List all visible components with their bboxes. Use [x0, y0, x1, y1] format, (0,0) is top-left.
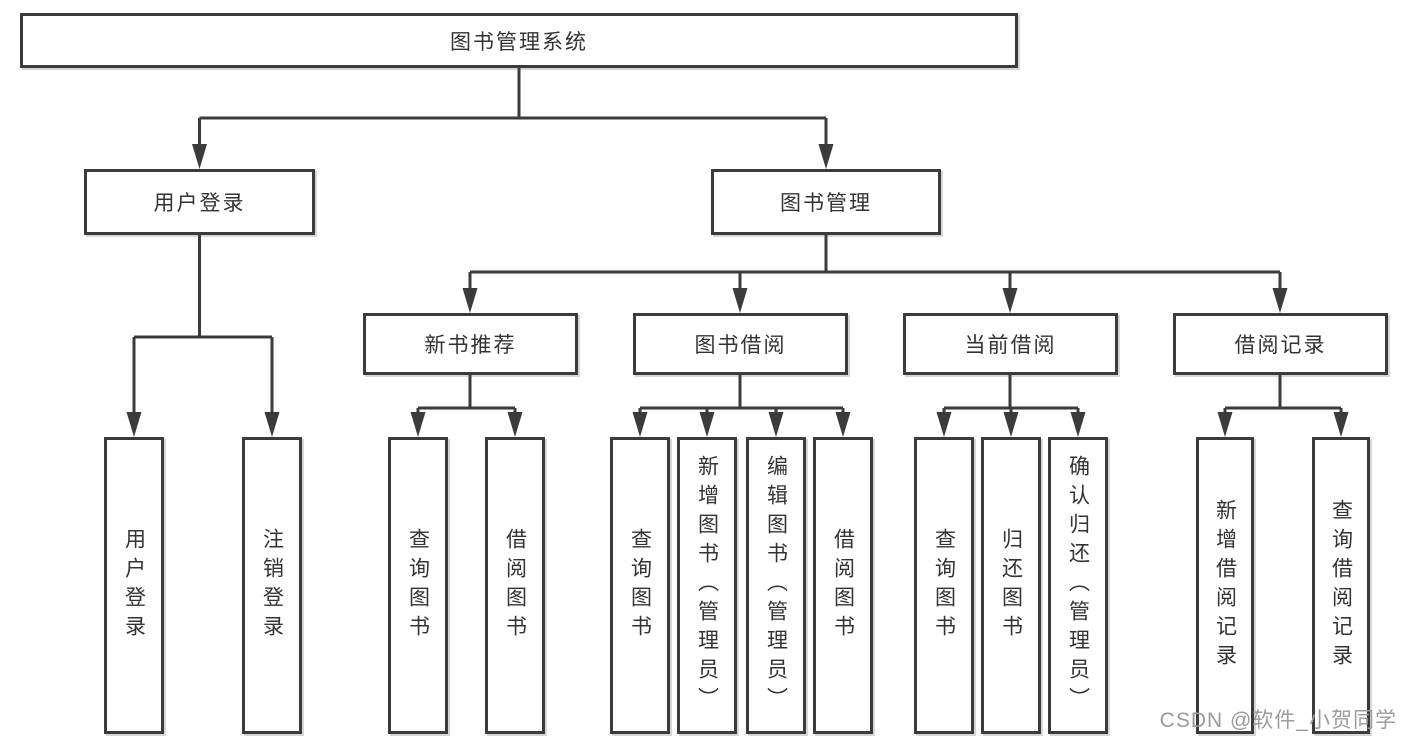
- node-book-borrow: 图书借阅: [633, 313, 848, 375]
- leaf-return-books: 归还图书: [981, 437, 1041, 734]
- leaf-query-borrow-record: 查询借阅记录: [1312, 437, 1370, 734]
- leaf-add-books-admin: 新增图书（管理员）: [677, 437, 737, 734]
- node-borrow-records-label: 借阅记录: [1234, 334, 1327, 357]
- leaf-query-borrow-record-label: 查询借阅记录: [1329, 498, 1353, 673]
- node-root: 图书管理系统: [20, 13, 1018, 68]
- node-user-login: 用户登录: [84, 169, 315, 235]
- node-user-login-label: 用户登录: [153, 192, 246, 215]
- leaf-return-books-label: 归还图书: [999, 527, 1023, 644]
- leaf-query-books-2-label: 查询图书: [628, 527, 652, 644]
- leaf-edit-books-admin-label: 编辑图书（管理员）: [764, 455, 788, 716]
- leaf-add-borrow-record: 新增借阅记录: [1196, 437, 1254, 734]
- leaf-confirm-return-admin: 确认归还（管理员）: [1048, 437, 1108, 734]
- leaf-query-books-3: 查询图书: [914, 437, 974, 734]
- leaf-query-books-1: 查询图书: [388, 437, 448, 734]
- leaf-logout-label: 注销登录: [260, 527, 284, 644]
- leaf-borrow-books-2: 借阅图书: [813, 437, 873, 734]
- node-current-borrow-label: 当前借阅: [964, 334, 1057, 357]
- leaf-add-books-admin-label: 新增图书（管理员）: [695, 455, 719, 716]
- node-book-management-label: 图书管理: [780, 192, 872, 215]
- node-new-book-recommend-label: 新书推荐: [424, 334, 517, 357]
- node-root-label: 图书管理系统: [450, 30, 588, 54]
- leaf-query-books-1-label: 查询图书: [406, 527, 430, 644]
- leaf-logout: 注销登录: [242, 437, 302, 734]
- node-book-borrow-label: 图书借阅: [694, 334, 787, 357]
- node-current-borrow: 当前借阅: [903, 313, 1118, 375]
- leaf-borrow-books-2-label: 借阅图书: [831, 527, 855, 644]
- leaf-query-books-3-label: 查询图书: [932, 527, 956, 644]
- node-borrow-records: 借阅记录: [1173, 313, 1388, 375]
- node-book-management: 图书管理: [711, 169, 941, 235]
- leaf-borrow-books-1-label: 借阅图书: [503, 527, 527, 644]
- leaf-edit-books-admin: 编辑图书（管理员）: [746, 437, 806, 734]
- leaf-confirm-return-admin-label: 确认归还（管理员）: [1066, 455, 1090, 716]
- leaf-user-login: 用户登录: [104, 437, 164, 734]
- leaf-borrow-books-1: 借阅图书: [485, 437, 545, 734]
- leaf-query-books-2: 查询图书: [610, 437, 670, 734]
- leaf-user-login-label: 用户登录: [122, 527, 146, 644]
- node-new-book-recommend: 新书推荐: [363, 313, 578, 375]
- leaf-add-borrow-record-label: 新增借阅记录: [1213, 498, 1237, 673]
